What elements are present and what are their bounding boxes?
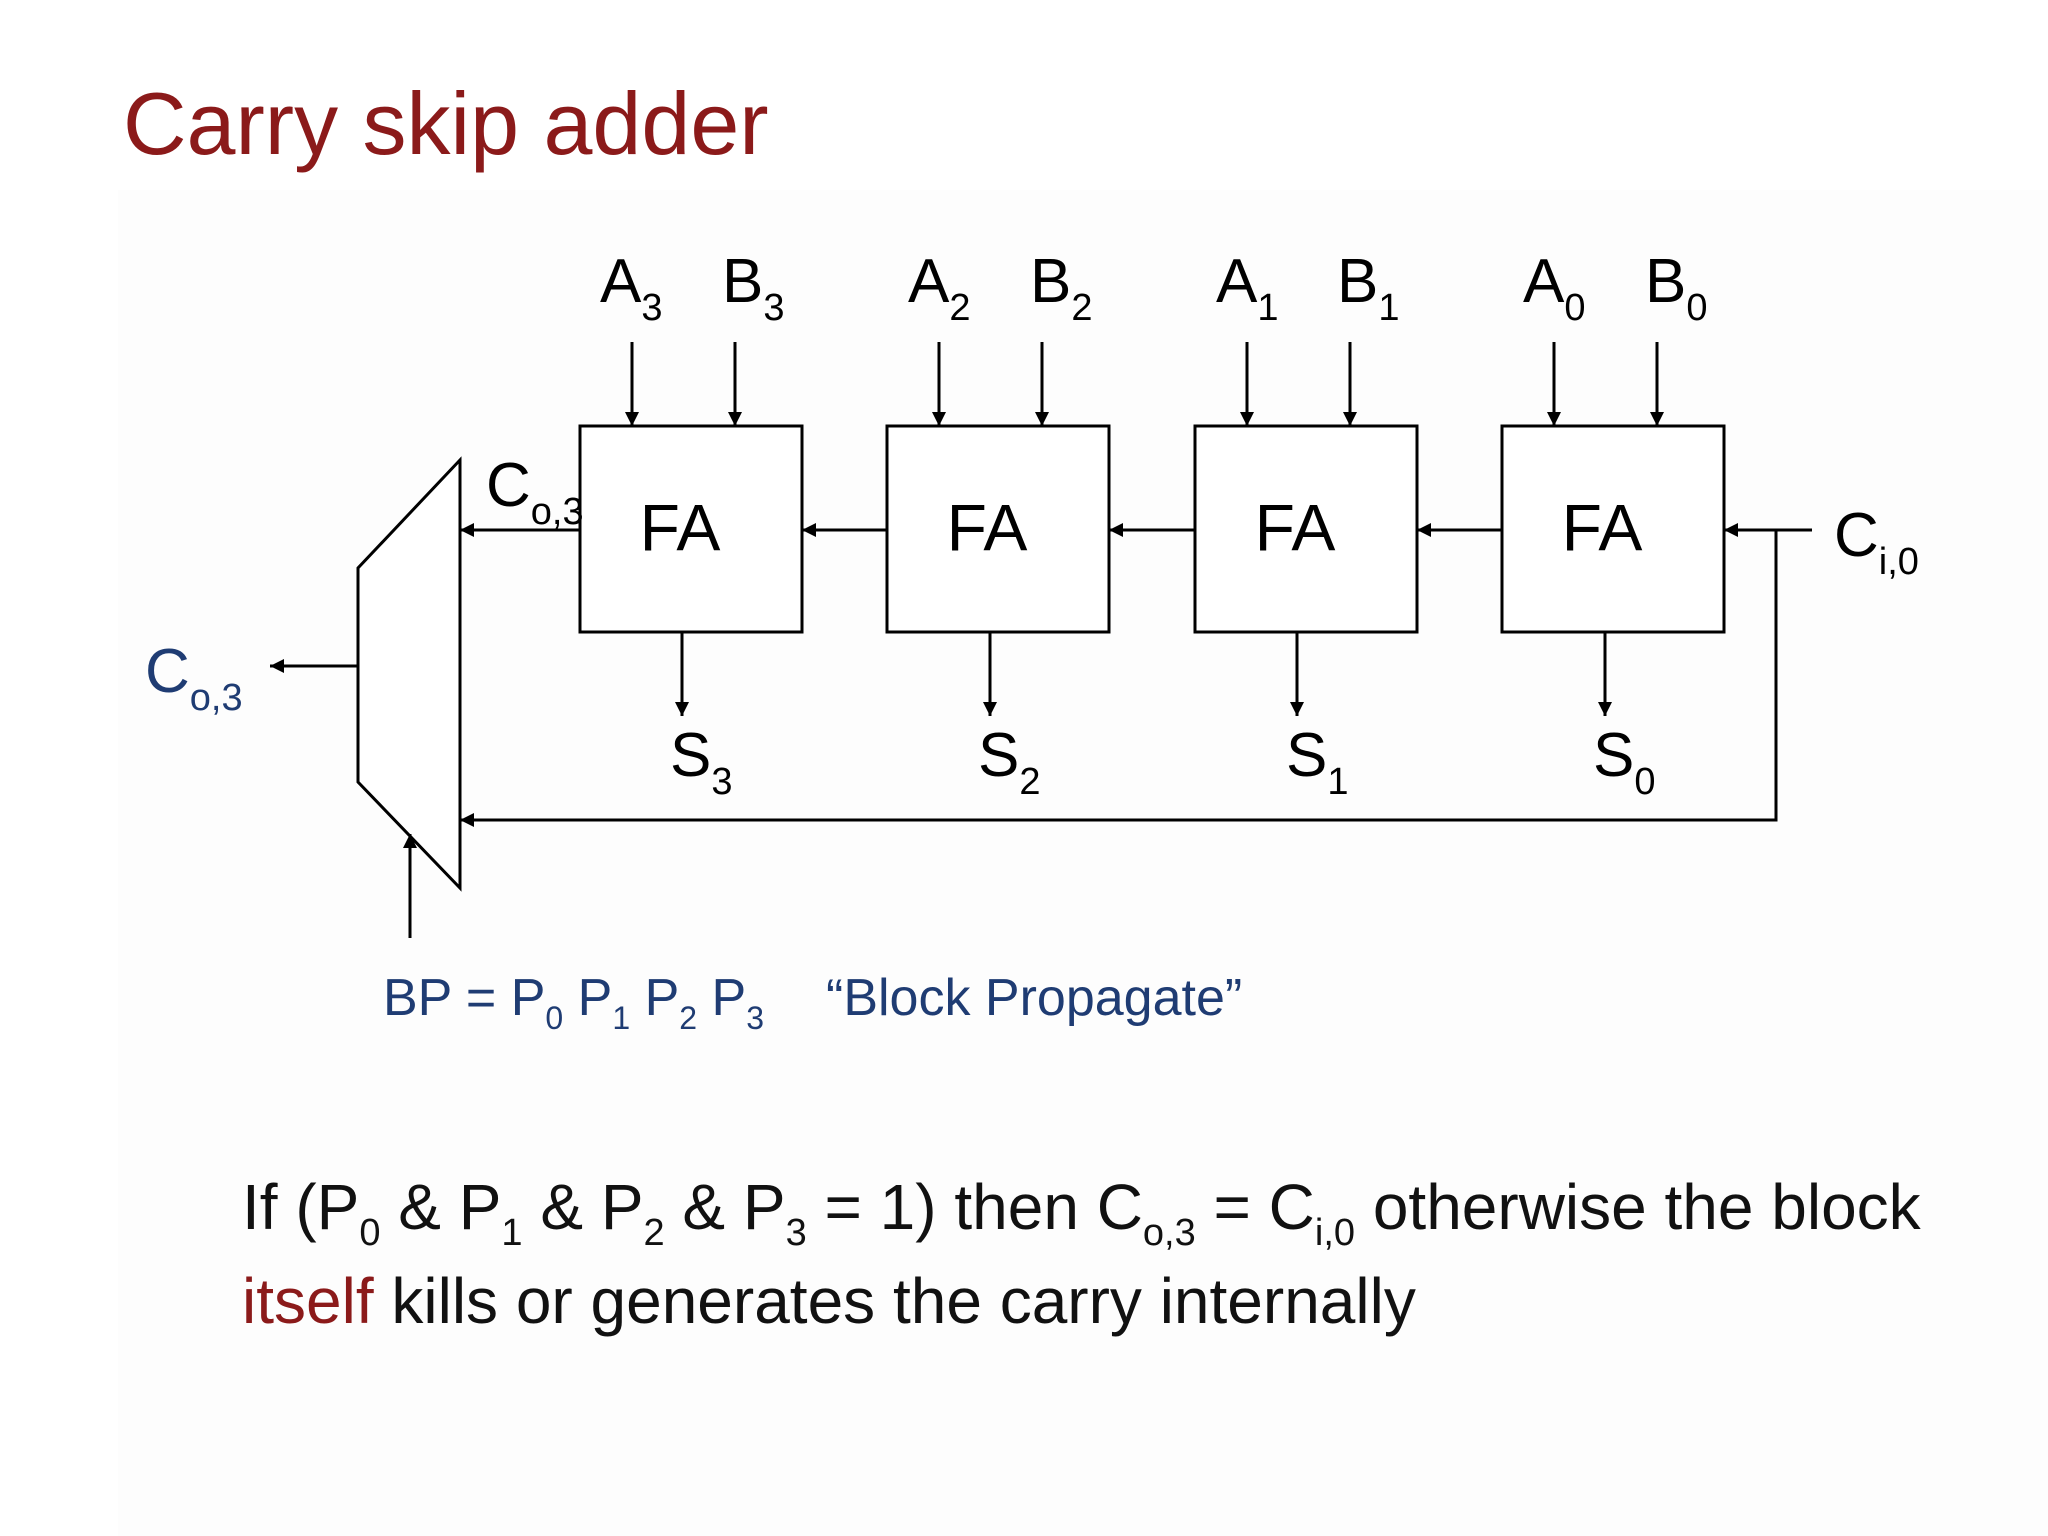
label-s2: S2	[978, 721, 1041, 803]
label-mux-carry-out: Co,3	[145, 637, 243, 719]
full-adder-2: FA	[885, 424, 1111, 634]
multiplexer	[270, 456, 462, 938]
label-internal-carry-out: Co,3	[486, 451, 584, 533]
fa-label-3: FA	[640, 490, 721, 564]
label-s1: S1	[1286, 721, 1349, 803]
skip-condition-text: If (P0 & P1 & P2 & P3 = 1) then Co,3 = C…	[242, 1171, 1921, 1337]
label-a2: A2	[908, 247, 971, 329]
label-a0: A0	[1523, 247, 1586, 329]
input-labels: A3 B3 A2 B2 A1 B1 A0 B0	[600, 247, 1708, 329]
block-propagate-equation: BP = P0 P1 P2 P3 “Block Propagate”	[383, 972, 1242, 1034]
label-a1: A1	[1216, 247, 1279, 329]
bp-description: “Block Propagate”	[826, 969, 1243, 1027]
full-adder-3: FA	[578, 424, 804, 634]
label-carry-in: Ci,0	[1834, 501, 1919, 583]
label-b2: B2	[1030, 247, 1093, 329]
highlighted-word: itself	[242, 1265, 374, 1337]
bp-term-3: P3	[711, 969, 764, 1036]
bp-term-2: P2	[644, 969, 698, 1036]
label-s0: S0	[1593, 721, 1656, 803]
bypass-wire	[460, 530, 1778, 827]
fa-label-1: FA	[1255, 490, 1336, 564]
input-wires	[625, 342, 1664, 426]
bp-term-0: P0	[510, 969, 564, 1036]
label-a3: A3	[600, 247, 663, 329]
bp-term-1: P1	[577, 969, 631, 1036]
full-adder-0: FA	[1500, 424, 1726, 634]
full-adder-1: FA	[1193, 424, 1419, 634]
label-b1: B1	[1337, 247, 1400, 329]
label-b0: B0	[1645, 247, 1708, 329]
bp-prefix: BP =	[383, 969, 511, 1027]
slide-title: Carry skip adder	[123, 74, 769, 173]
sum-wires	[675, 632, 1612, 716]
label-s3: S3	[670, 721, 733, 803]
label-b3: B3	[722, 247, 785, 329]
fa-label-0: FA	[1562, 490, 1643, 564]
sum-labels: S3 S2 S1 S0	[670, 721, 1656, 803]
fa-label-2: FA	[947, 490, 1028, 564]
